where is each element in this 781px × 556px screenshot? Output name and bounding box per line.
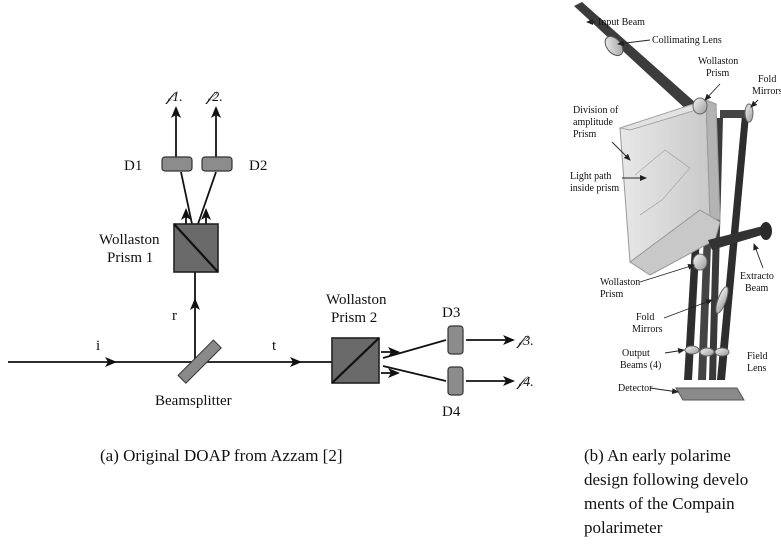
down-beam-c: [709, 118, 723, 380]
label-d3: D3: [442, 305, 460, 321]
caption-panel-b: (b) An early polarime design following d…: [584, 444, 781, 540]
caption-b-line-3: ments of the Compain: [584, 494, 735, 513]
label-d4: D4: [442, 404, 461, 420]
label-detector: Detector: [618, 383, 653, 394]
label-field-1: Field: [747, 351, 768, 362]
light-path-inside-prism: [634, 149, 691, 216]
field-lens-3: [714, 347, 730, 357]
label-d2: D2: [249, 158, 267, 174]
figure-canvas: 𝒻1. 𝒻2. D1 D2 Wollaston Prism 1 r i t Be…: [8, 2, 781, 420]
label-extractor-1: Extracto: [740, 271, 774, 282]
p1-out-right: [197, 171, 217, 225]
label-beam-r: r: [172, 308, 177, 324]
field-lens-1: [684, 345, 700, 355]
beamsplitter-plate: [177, 339, 222, 384]
amplitude-prism-side: [705, 99, 721, 221]
label-beam-t: t: [272, 338, 277, 354]
detector-d2: [201, 156, 233, 172]
extractor-beam-end: [760, 222, 772, 240]
panel-b-labels: Input Beam Collimating Lens Wollaston Pr…: [570, 17, 781, 394]
panel-b-leaders: [586, 19, 764, 395]
label-wollaston-top-2: Prism: [706, 68, 730, 79]
lower-prism-block: [629, 209, 721, 276]
label-f1: 𝒻1.: [165, 90, 183, 105]
label-light-path-2: inside prism: [570, 183, 619, 194]
right-beam-e: [720, 110, 748, 118]
label-division-1: Division of: [573, 105, 619, 116]
label-f2: 𝒻2.: [205, 90, 223, 105]
label-input-beam: Input Beam: [598, 17, 645, 28]
p2-out-up: [382, 339, 447, 359]
panel-b-rendering: [574, 2, 772, 401]
caption-b-line-4: polarimeter: [584, 518, 663, 537]
fold-mirror-bottom: [715, 286, 729, 314]
label-wollaston-top-1: Wollaston: [698, 56, 738, 67]
label-wollaston-bottom-2: Prism: [600, 289, 624, 300]
panel-a-diagram: [8, 106, 515, 386]
label-f4: 𝒻4.: [516, 375, 534, 390]
label-wollaston2-line2: Prism 2: [331, 310, 377, 326]
field-lens-2: [699, 347, 715, 357]
label-beam-i: i: [96, 338, 100, 354]
wollaston-prism-2: [331, 337, 380, 384]
label-extractor-2: Beam: [745, 283, 769, 294]
label-division-3: Prism: [573, 129, 597, 140]
caption-b-line-1: (b) An early polarime: [584, 446, 731, 465]
extractor-beam-shaft: [708, 226, 765, 250]
label-division-2: amplitude: [573, 117, 614, 128]
wollaston-bottom-small: [692, 253, 708, 271]
label-fold-top-1: Fold: [758, 74, 776, 85]
down-beam-d: [717, 115, 749, 380]
label-light-path-1: Light path: [570, 171, 611, 182]
detector-d4: [447, 366, 464, 396]
label-wollaston-bottom-1: Wollaston: [600, 277, 640, 288]
label-wollaston1-line2: Prism 1: [107, 250, 153, 266]
label-d1: D1: [124, 158, 142, 174]
label-wollaston2-line1: Wollaston: [326, 292, 387, 308]
label-beamsplitter: Beamsplitter: [155, 393, 232, 409]
detector-d3: [447, 325, 464, 355]
label-fold-bottom-1: Fold: [636, 312, 654, 323]
wollaston-top-small: [692, 97, 708, 115]
label-fold-bottom-2: Mirrors: [632, 324, 663, 335]
wollaston-prism-1: [173, 223, 219, 273]
label-field-2: Lens: [747, 363, 767, 374]
label-output-2: Beams (4): [620, 360, 661, 371]
label-collimating-lens: Collimating Lens: [652, 35, 722, 46]
fold-mirror-top: [744, 103, 754, 123]
caption-panel-a: (a) Original DOAP from Azzam [2]: [100, 446, 343, 465]
label-f3: 𝒻3.: [516, 334, 534, 349]
label-wollaston1-line1: Wollaston: [99, 232, 160, 248]
label-fold-top-2: Mirrors: [752, 86, 781, 97]
input-beam-shaft: [574, 2, 697, 112]
caption-b-line-2: design following develo: [584, 470, 749, 489]
detector-plate: [675, 387, 745, 401]
detector-d1: [161, 156, 193, 172]
label-output-1: Output: [622, 348, 650, 359]
